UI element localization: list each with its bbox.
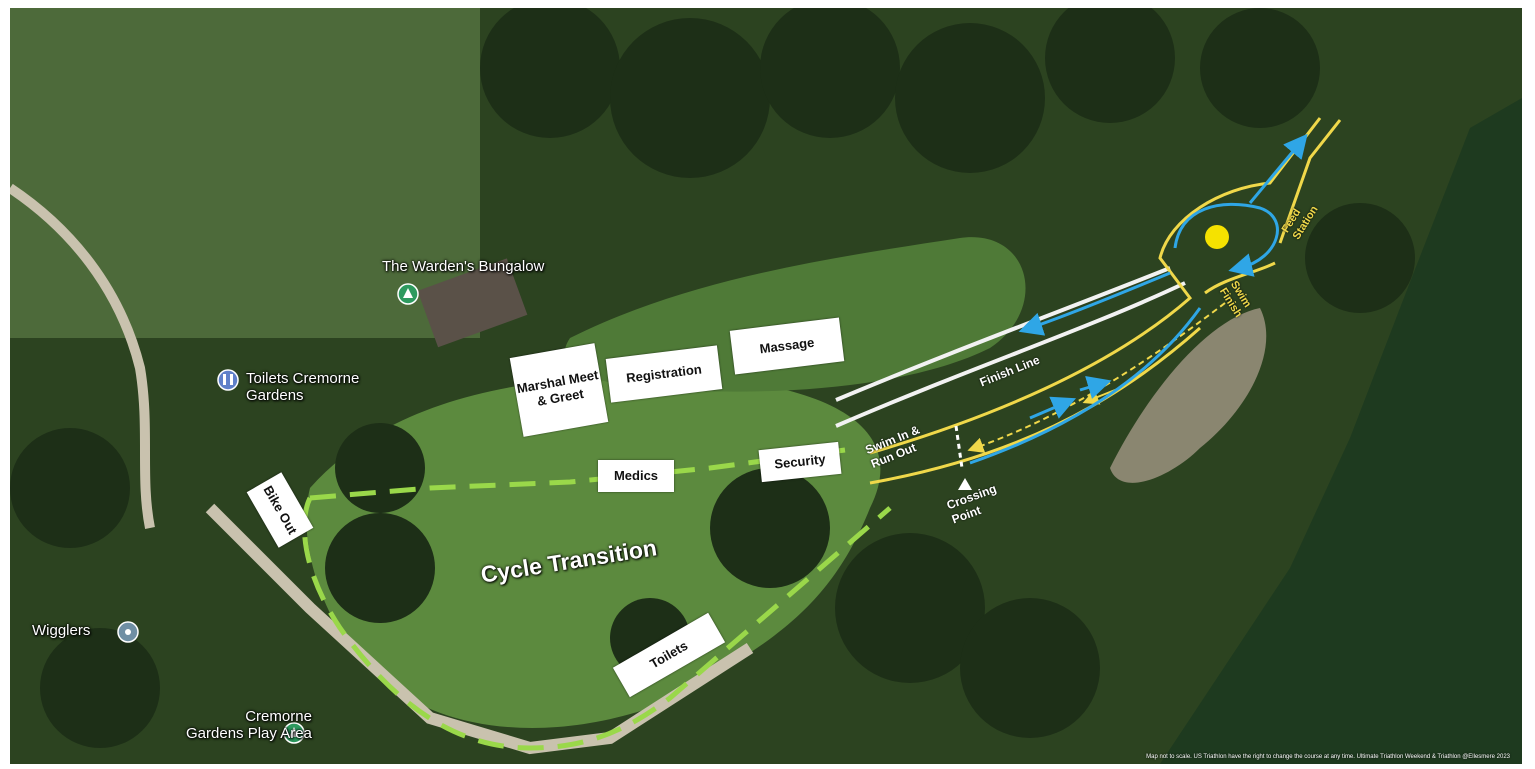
wigglers-pin-icon <box>117 621 139 643</box>
blue-arrow-2 <box>1079 375 1112 399</box>
crossing-line <box>954 425 964 469</box>
yellow-lane-right <box>1278 119 1342 244</box>
blue-arrow-1 <box>1029 396 1077 420</box>
play-area-pin-icon <box>283 722 305 744</box>
cycle-route-loop <box>301 496 892 751</box>
poi-play-area-line2: Gardens Play Area <box>186 725 312 742</box>
park-pin-icon <box>397 283 419 305</box>
poi-wardens-bungalow[interactable]: The Warden's Bungalow <box>382 258 544 275</box>
poi-play-area-line1: Cremorne <box>245 708 312 725</box>
finish-lane-top <box>835 266 1171 402</box>
poi-wardens-bungalow-label: The Warden's Bungalow <box>382 258 545 275</box>
map-background <box>10 8 1522 764</box>
road-south <box>205 503 754 755</box>
label-medics: Medics <box>598 460 674 492</box>
feed-marker-dot <box>1205 225 1229 249</box>
poi-wigglers[interactable]: Wigglers <box>32 622 90 639</box>
crossing-arrow-icon <box>958 478 972 490</box>
finish-lane-bottom <box>835 281 1186 428</box>
poi-toilets-cremorne[interactable]: Toilets Cremorne Gardens <box>246 370 359 404</box>
yellow-lane-upper <box>869 117 1322 455</box>
blue-route-back <box>1018 271 1171 336</box>
satellite-map[interactable]: The Warden's Bungalow Toilets Cremorne G… <box>10 8 1522 764</box>
beach-shore <box>1110 308 1267 483</box>
toilet-pin-icon <box>217 369 239 391</box>
cycle-route-north <box>309 447 846 501</box>
road-west <box>10 183 155 529</box>
blue-arrow-north <box>1248 133 1308 204</box>
blue-loop <box>1173 202 1279 277</box>
poi-toilets-cremorne-line1: Toilets Cremorne <box>246 370 360 387</box>
poi-wigglers-label: Wigglers <box>32 622 91 639</box>
poi-play-area[interactable]: Cremorne Gardens Play Area <box>186 708 312 742</box>
tree-clusters <box>10 8 1415 748</box>
poi-toilets-cremorne-line2: Gardens <box>246 387 304 404</box>
footer-disclaimer: Map not to scale. US Triathlon have the … <box>1146 754 1510 760</box>
bungalow-building <box>417 258 528 348</box>
cemetery-area <box>10 8 480 338</box>
label-marshal: Marshal Meet & Greet <box>509 343 609 437</box>
lake-water <box>1160 98 1522 764</box>
